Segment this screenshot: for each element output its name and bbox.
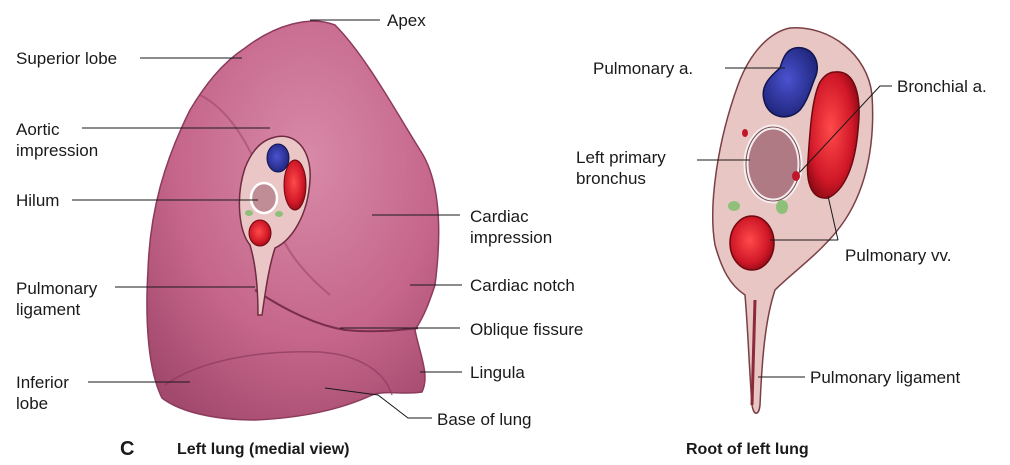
label-left-primary-bronchus: Left primary bronchus xyxy=(576,147,666,189)
label-superior-lobe: Superior lobe xyxy=(16,48,117,69)
label-base-of-lung: Base of lung xyxy=(437,409,532,430)
label-lingula: Lingula xyxy=(470,362,525,383)
pulmonary-vein-lower xyxy=(730,216,774,270)
label-inferior-lobe: Inferior lobe xyxy=(16,372,69,414)
root-of-left-lung xyxy=(713,28,873,413)
label-pulmonary-vv: Pulmonary vv. xyxy=(845,245,951,266)
label-hilum: Hilum xyxy=(16,190,59,211)
left-lung-medial-view xyxy=(147,21,439,420)
panel-letter: C xyxy=(120,438,134,461)
label-aortic-impression: Aortic impression xyxy=(16,119,98,161)
label-pulmonary-ligament-right: Pulmonary ligament xyxy=(810,367,960,388)
caption-root-of-left-lung: Root of left lung xyxy=(686,441,809,459)
label-apex: Apex xyxy=(387,10,426,31)
label-bronchial-a: Bronchial a. xyxy=(897,76,987,97)
label-pulmonary-ligament-left: Pulmonary ligament xyxy=(16,278,97,320)
label-cardiac-impression: Cardiac impression xyxy=(470,206,552,248)
label-cardiac-notch: Cardiac notch xyxy=(470,275,575,296)
caption-left-lung: Left lung (medial view) xyxy=(177,441,349,459)
label-oblique-fissure: Oblique fissure xyxy=(470,319,583,340)
label-pulmonary-a: Pulmonary a. xyxy=(593,58,693,79)
